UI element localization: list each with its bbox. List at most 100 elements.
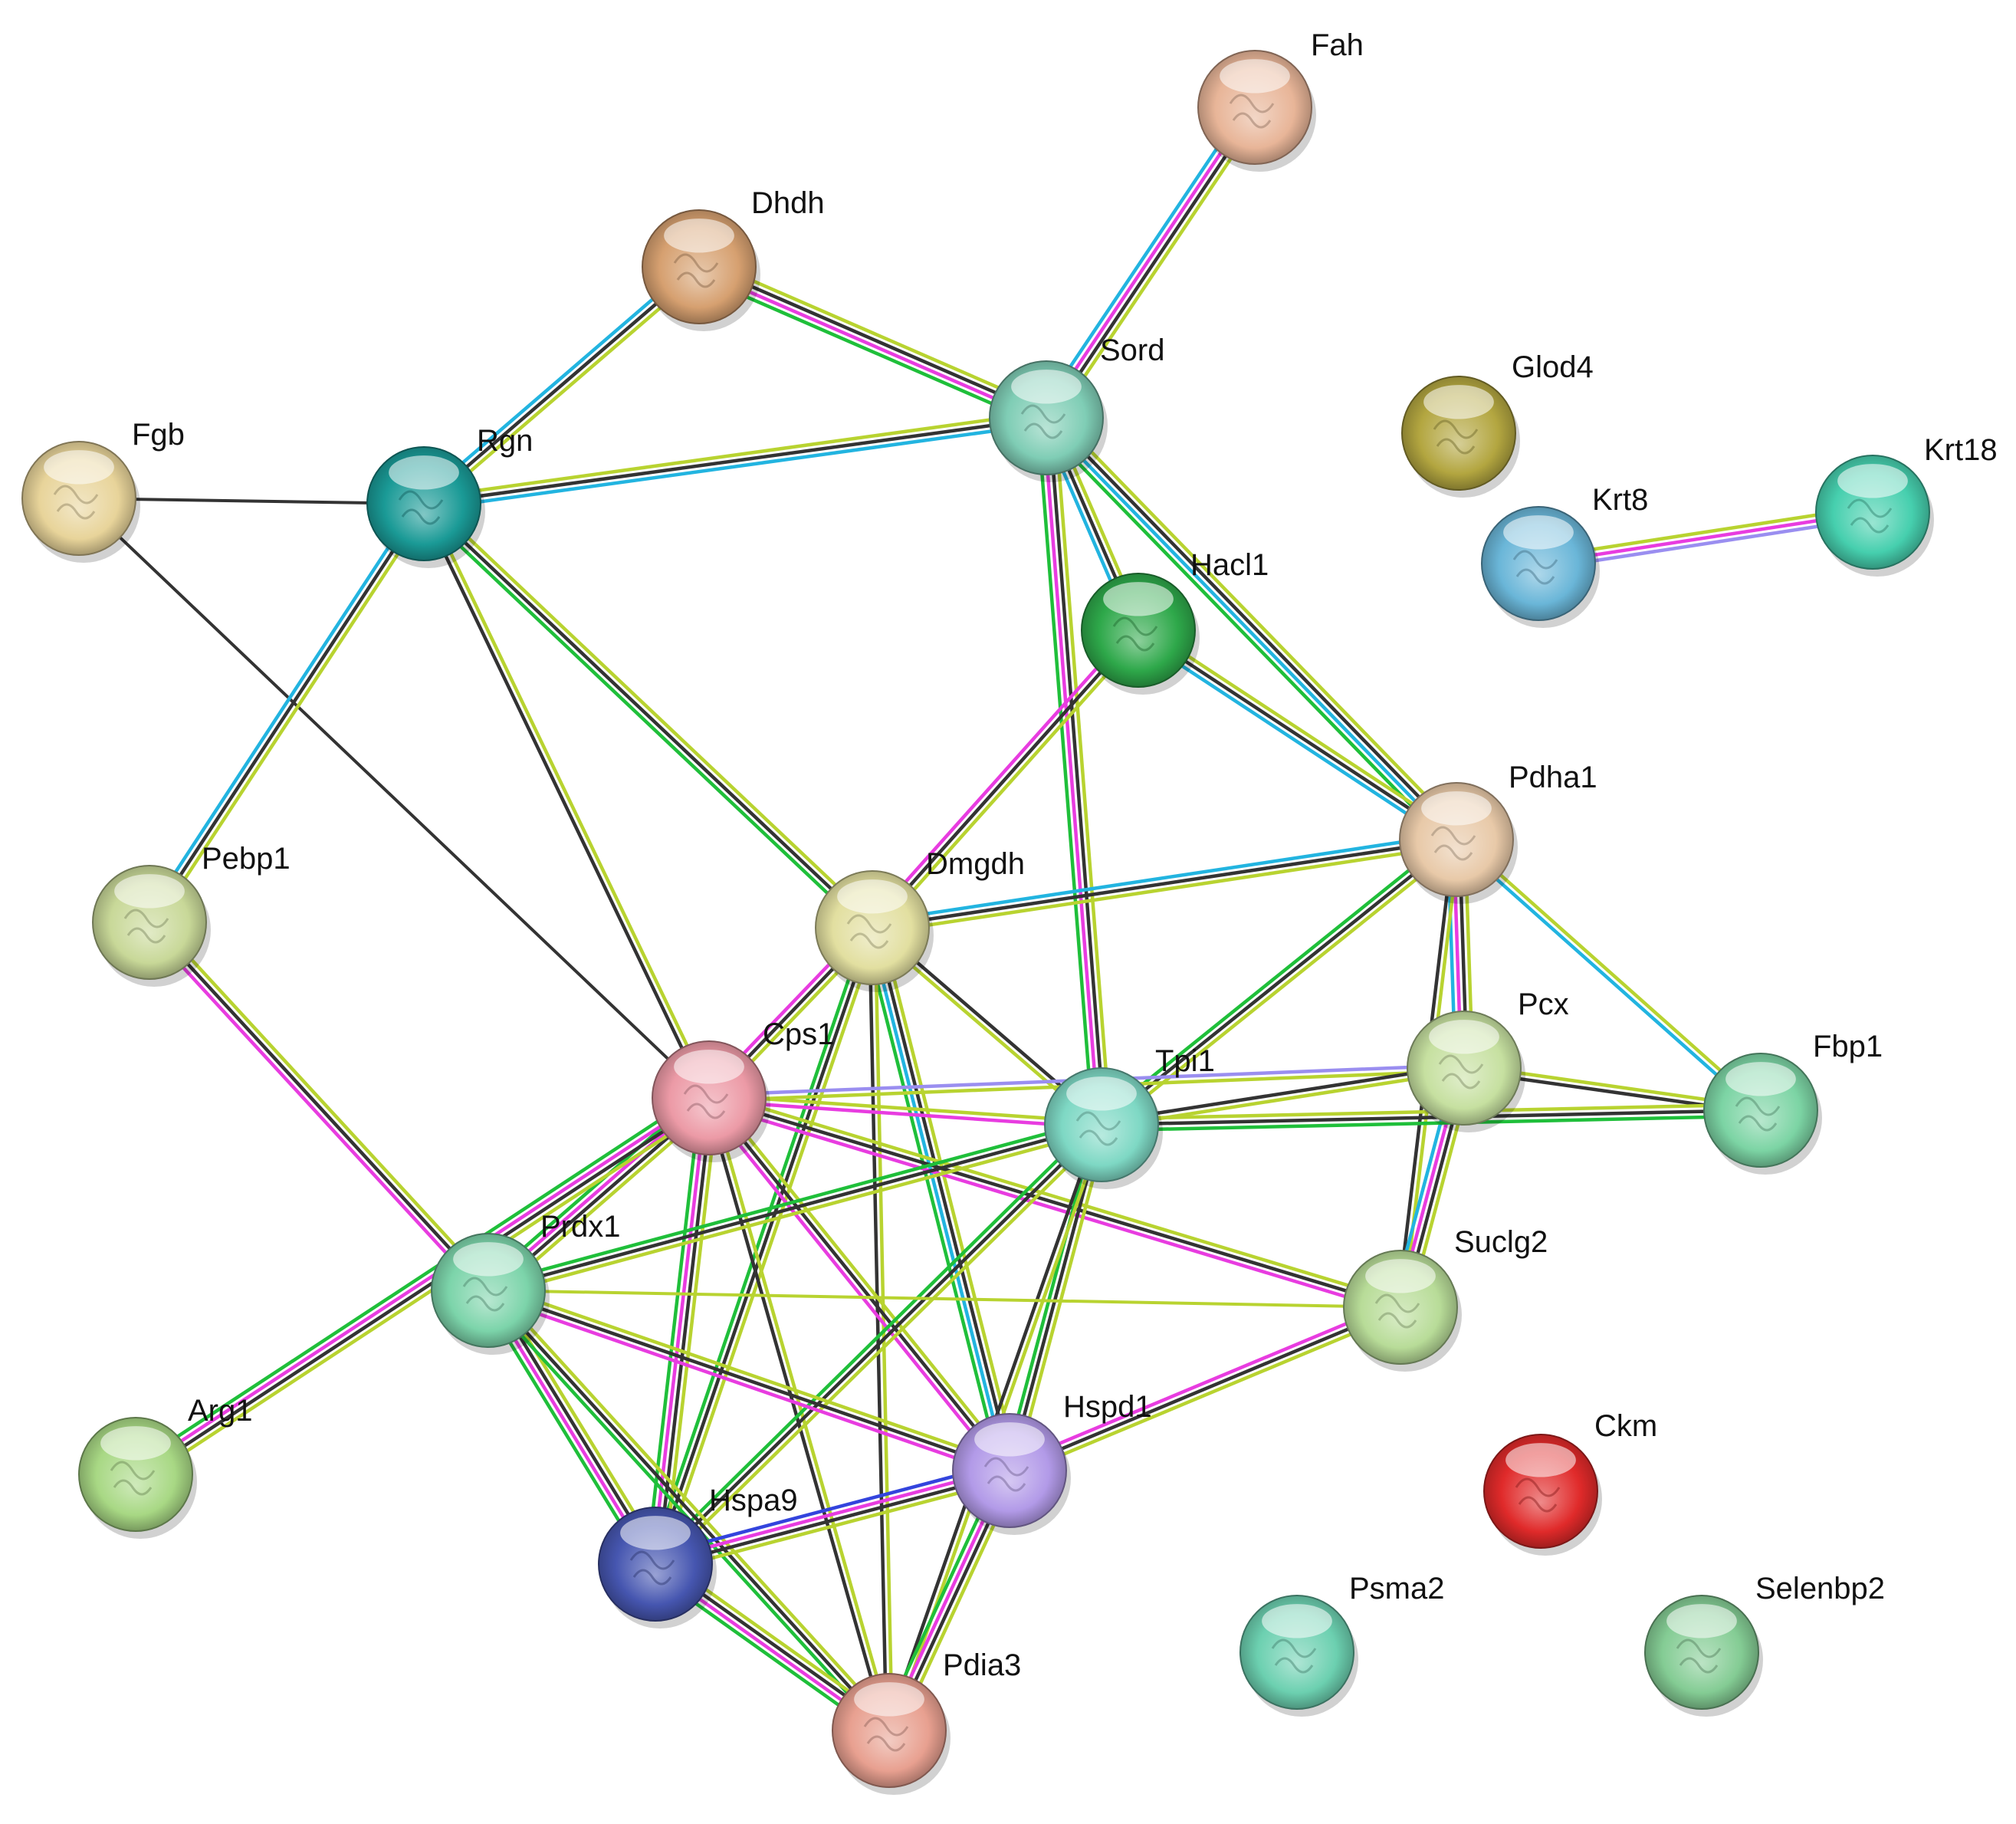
edge-hacl1-pdha1: [1134, 623, 1461, 846]
edge-fgb-cps1: [77, 497, 711, 1099]
edge-hacl1-dmgdh: [866, 625, 1144, 933]
node-krt8[interactable]: Krt8: [1481, 483, 1648, 628]
edge-line-yellow_green: [658, 928, 880, 1567]
node-label-pdha1: Pdha1: [1509, 761, 1597, 794]
edge-line-cyan: [419, 261, 697, 501]
edge-line-magenta: [703, 1100, 1006, 1476]
node-highlight: [620, 1516, 691, 1550]
edge-line-magenta: [1006, 1300, 1399, 1467]
edge-prdx1-suclg2: [488, 1289, 1401, 1309]
edge-line-green: [130, 1089, 706, 1469]
edge-pdha1-fbp1: [1453, 836, 1764, 1114]
edge-line-yellow_green: [710, 1090, 1403, 1303]
node-label-krt8: Krt8: [1592, 483, 1648, 517]
node-pcx[interactable]: Pcx: [1407, 988, 1569, 1132]
edge-pebp1-prdx1: [143, 917, 494, 1296]
edge-line-yellow_green: [139, 1103, 715, 1484]
edge-line-green: [650, 1119, 1099, 1562]
node-pebp1[interactable]: Pebp1: [92, 842, 291, 987]
edge-line-black: [699, 262, 1049, 417]
edge-prdx1-hspd1: [485, 1283, 1013, 1478]
edge-line-black: [419, 504, 708, 1100]
node-highlight: [664, 219, 734, 253]
node-cps1[interactable]: Cps1: [652, 1017, 834, 1162]
edge-line-cyan: [1042, 419, 1456, 843]
edge-line-green: [862, 929, 1003, 1474]
protein-structure-icon: [846, 914, 892, 949]
edge-line-green: [1039, 422, 1452, 847]
node-highlight: [1421, 791, 1492, 826]
edge-line-yellow_green: [1052, 416, 1112, 1125]
node-label-hspd1: Hspd1: [1063, 1390, 1152, 1424]
node-arg1[interactable]: Arg1: [78, 1394, 253, 1539]
node-pdha1[interactable]: Pdha1: [1399, 761, 1597, 904]
node-highlight: [1505, 1443, 1576, 1477]
edge-line-black: [148, 921, 490, 1292]
node-label-pebp1: Pebp1: [202, 842, 291, 876]
protein-structure-icon: [683, 1084, 729, 1119]
node-selenbp2[interactable]: Selenbp2: [1644, 1572, 1885, 1717]
node-label-fgb: Fgb: [132, 418, 185, 452]
edge-line-black: [871, 629, 1140, 929]
edge-dhdh-rgn: [419, 261, 704, 510]
protein-structure-icon: [673, 253, 719, 288]
node-hacl1[interactable]: Hacl1: [1081, 548, 1269, 695]
node-pdia3[interactable]: Pdia3: [832, 1648, 1021, 1795]
edge-line-black: [1047, 417, 1106, 1125]
node-ckm[interactable]: Ckm: [1483, 1409, 1657, 1556]
edge-dmgdh-hspa9: [648, 925, 880, 1567]
edge-line-yellow_green: [872, 843, 1458, 935]
node-dmgdh[interactable]: Dmgdh: [815, 847, 1025, 992]
node-glod4[interactable]: Glod4: [1401, 350, 1594, 498]
edge-dmgdh-hspd1: [862, 925, 1020, 1474]
protein-structure-icon: [1847, 498, 1893, 534]
node-highlight: [389, 455, 459, 490]
node-tpi1[interactable]: Tpi1: [1044, 1044, 1215, 1189]
protein-structure-icon: [1735, 1096, 1781, 1132]
edge-line-black: [423, 416, 1047, 506]
edge-line-yellow_green: [1011, 1310, 1404, 1477]
node-rgn[interactable]: Rgn: [366, 424, 533, 568]
node-highlight: [674, 1050, 744, 1084]
node-highlight: [1220, 59, 1290, 94]
edge-line-yellow_green: [712, 1093, 1016, 1468]
node-krt18[interactable]: Krt18: [1815, 433, 1998, 577]
node-dhdh[interactable]: Dhdh: [642, 186, 825, 331]
node-prdx1[interactable]: Prdx1: [431, 1210, 621, 1355]
edge-pdha1-dmgdh: [871, 832, 1458, 935]
edge-line-yellow_green: [1013, 1126, 1109, 1473]
node-label-pdia3: Pdia3: [943, 1648, 1021, 1682]
node-highlight: [1503, 515, 1574, 550]
edge-line-magenta: [708, 1099, 1102, 1129]
edge-line-green: [1002, 1122, 1098, 1470]
edge-line-magenta: [866, 625, 1136, 925]
edge-line-yellow_green: [426, 269, 704, 510]
node-highlight: [1011, 370, 1082, 404]
node-psma2[interactable]: Psma2: [1239, 1572, 1445, 1717]
edge-line-green: [486, 1117, 1101, 1287]
node-fah[interactable]: Fah: [1197, 28, 1364, 172]
edge-line-yellow_green: [658, 1127, 1107, 1569]
node-hspd1[interactable]: Hspd1: [952, 1390, 1152, 1535]
node-label-ckm: Ckm: [1594, 1409, 1657, 1443]
edge-sord-tpi1: [1036, 416, 1112, 1126]
node-sord[interactable]: Sord: [989, 334, 1165, 482]
edge-line-green: [482, 1293, 887, 1736]
edge-cps1-hspd1: [703, 1093, 1016, 1476]
edge-line-green: [694, 273, 1044, 428]
edge-cps1-tpi1: [708, 1093, 1102, 1129]
edge-line-black: [422, 502, 874, 929]
node-suclg2[interactable]: Suclg2: [1343, 1225, 1548, 1372]
node-highlight: [1837, 464, 1908, 498]
edge-line-yellow_green: [426, 498, 878, 925]
node-fbp1[interactable]: Fbp1: [1703, 1030, 1883, 1175]
node-highlight: [44, 450, 114, 485]
edge-line-black: [78, 497, 425, 505]
edge-line-yellow_green: [875, 633, 1144, 933]
protein-structure-icon: [1020, 404, 1066, 439]
protein-structure-icon: [110, 1461, 156, 1496]
node-hspa9[interactable]: Hspa9: [598, 1484, 798, 1628]
node-fgb[interactable]: Fgb: [21, 418, 185, 563]
edge-line-black: [1101, 1063, 1464, 1124]
node-highlight: [114, 874, 185, 909]
